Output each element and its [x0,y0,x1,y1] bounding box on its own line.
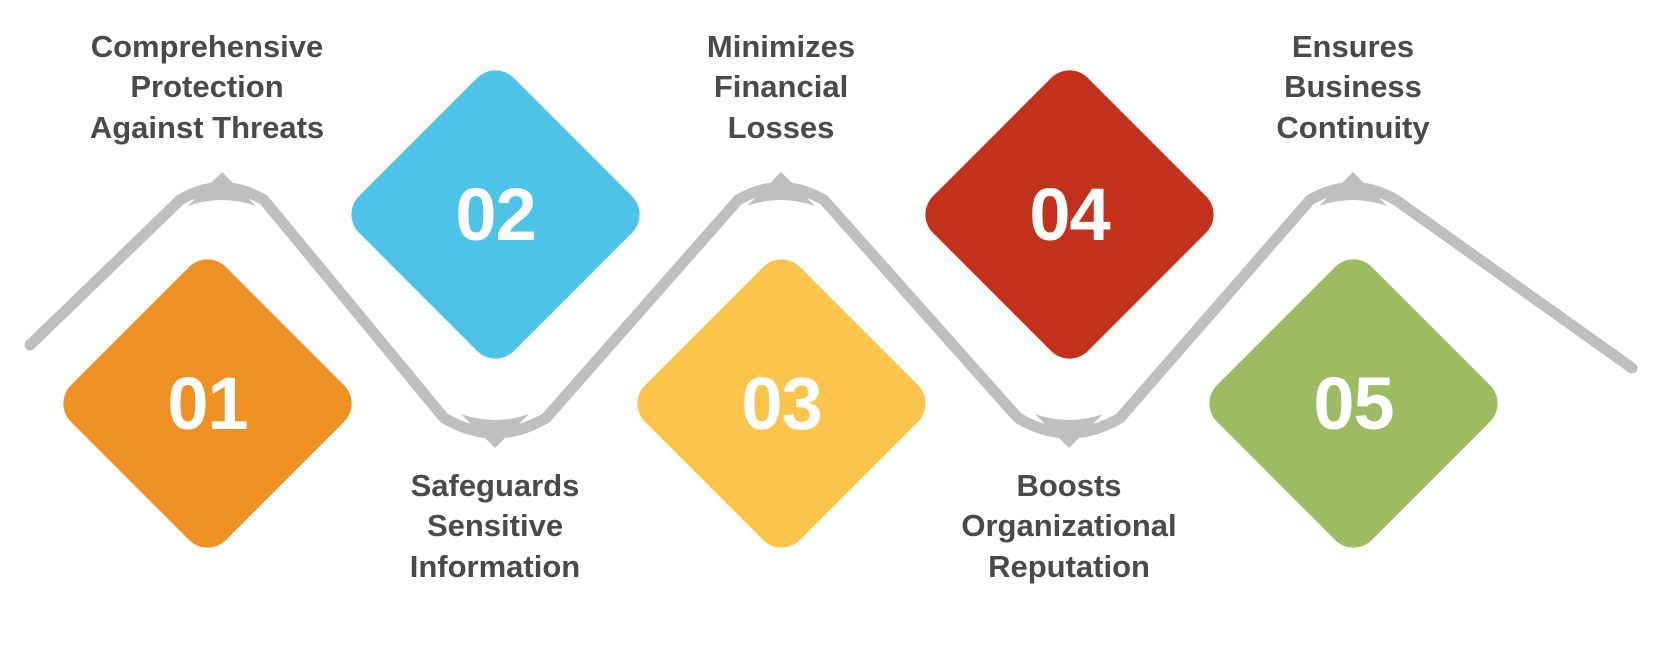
step-number-03: 03 [740,361,822,444]
step-caption-03: Minimizes Financial Losses [706,29,856,145]
step-number-04: 04 [1028,172,1110,255]
peak-arrow-up-1 [188,172,256,206]
step-diamond-01[interactable]: 01 [52,248,362,558]
step-diamond-03[interactable]: 03 [626,248,936,558]
peak-arrow-up-3 [1319,172,1387,206]
step-number-05: 05 [1312,361,1394,444]
step-caption-04: Boosts Organizational Reputation [961,468,1177,584]
step-caption-01: Comprehensive Protection Against Threats [89,29,325,145]
peak-arrow-down-2 [1035,414,1103,448]
peak-arrow-up-2 [747,172,815,206]
peak-arrow-down-1 [461,414,529,448]
step-number-01: 01 [166,361,248,444]
step-diamond-02[interactable]: 02 [340,59,650,369]
step-number-02: 02 [454,172,536,255]
step-diamond-04[interactable]: 04 [914,59,1224,369]
step-diamond-05[interactable]: 05 [1198,248,1508,558]
step-caption-02: Safeguards Sensitive Information [409,468,581,584]
step-caption-05: Ensures Business Continuity [1276,29,1430,145]
